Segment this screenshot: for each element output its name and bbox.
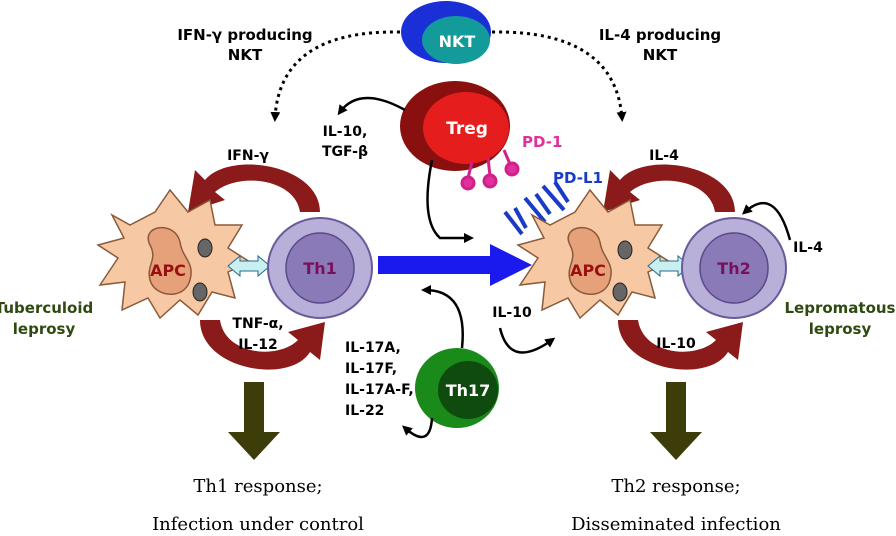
treg-to-arrow-line bbox=[426, 159, 474, 243]
left-apc-bacterium-1 bbox=[197, 238, 213, 258]
right-bottom-cytokine: IL-10 bbox=[656, 336, 696, 352]
left-apc-nucleus bbox=[147, 226, 192, 295]
right-disease-line1: Lepromatous bbox=[784, 299, 895, 317]
nkt-to-left-dotted-arrow bbox=[270, 30, 401, 122]
left-disease-line1: Tuberculoid bbox=[0, 299, 93, 317]
treg-cytokines-line1: IL-10, bbox=[323, 124, 368, 140]
right-apc-nucleus bbox=[567, 226, 612, 295]
right-top-cytokine: IL-4 bbox=[649, 148, 679, 164]
treg-cytokine-arrow bbox=[337, 96, 406, 116]
treg-cytokines-line2: TGF-β bbox=[322, 144, 368, 160]
ifn-nkt-line2: NKT bbox=[228, 46, 263, 64]
left-apc-label: APC bbox=[150, 261, 186, 280]
th17-cytokine-2: IL-17A-F, bbox=[345, 382, 414, 398]
nkt-to-right-dotted-arrow bbox=[491, 30, 627, 122]
right-bottom-curved-arrow bbox=[618, 320, 743, 370]
left-bottom-cytokine-line1: TNF-α, bbox=[232, 316, 283, 332]
th1-label: Th1 bbox=[303, 259, 336, 278]
right-response: Th2 response; bbox=[611, 476, 740, 497]
right-apc-label: APC bbox=[570, 261, 606, 280]
th17-cytokine-0: IL-17A, bbox=[345, 340, 401, 356]
treg-inner bbox=[423, 92, 509, 164]
th17-up-arrow bbox=[421, 285, 464, 349]
th2-nucleus bbox=[699, 232, 769, 304]
th17-cytokine-1: IL-17F, bbox=[345, 361, 397, 377]
nkt-label: NKT bbox=[439, 32, 476, 51]
th2-il4-autocrine-arrow bbox=[742, 201, 792, 241]
left-apc-bacterium-2 bbox=[192, 282, 208, 302]
right-apc-bacterium-1 bbox=[617, 240, 633, 260]
pd1-label: PD-1 bbox=[522, 133, 562, 151]
nkt-inner bbox=[422, 16, 490, 64]
nkt-cell: NKT bbox=[401, 1, 491, 64]
left-disease-line2: leprosy bbox=[13, 320, 76, 338]
left-bottom-curved-arrow bbox=[200, 320, 325, 370]
left-top-curved-arrow bbox=[188, 164, 320, 212]
th2-cell: Th2 bbox=[681, 217, 787, 319]
apc-il10-autocrine-arrow bbox=[498, 327, 556, 354]
th17-cell: Th17 bbox=[415, 348, 499, 428]
il4-nkt-line1: IL-4 producing bbox=[599, 26, 721, 44]
th17-cytokine-3: IL-22 bbox=[345, 403, 384, 419]
left-response: Th1 response; bbox=[193, 476, 322, 497]
pdl1-label: PD-L1 bbox=[553, 169, 603, 187]
th17-cytokine-arrow bbox=[401, 417, 434, 439]
pdl1-receptors bbox=[503, 180, 570, 236]
th17-label: Th17 bbox=[446, 381, 491, 400]
ifn-nkt-line1: IFN-γ producing bbox=[177, 26, 312, 44]
right-apc-cytokine: IL-10 bbox=[492, 305, 532, 321]
right-disease-line2: leprosy bbox=[809, 320, 872, 338]
right-outcome: Disseminated infection bbox=[571, 514, 781, 535]
left-down-arrow bbox=[228, 382, 280, 460]
left-top-cytokine: IFN-γ bbox=[227, 148, 269, 164]
treg-label: Treg bbox=[446, 119, 488, 139]
th1-cell: Th1 bbox=[267, 217, 373, 319]
left-bottom-cytokine-line2: IL-12 bbox=[238, 337, 277, 353]
pd1-receptors bbox=[460, 149, 520, 191]
il4-nkt-line2: NKT bbox=[643, 46, 678, 64]
right-apc-bacterium-2 bbox=[612, 282, 628, 302]
treg-cell: Treg bbox=[400, 81, 510, 171]
th1-nucleus bbox=[285, 232, 355, 304]
th1-to-th2-shift-arrow bbox=[378, 244, 532, 286]
right-side-cytokine: IL-4 bbox=[793, 240, 823, 256]
left-outcome: Infection under control bbox=[152, 514, 364, 535]
th17-inner bbox=[438, 361, 498, 419]
left-apc-cell: APC bbox=[96, 188, 252, 320]
th2-label: Th2 bbox=[717, 259, 750, 278]
right-down-arrow bbox=[650, 382, 702, 460]
right-top-curved-arrow bbox=[603, 164, 735, 212]
right-apc-cell: APC bbox=[516, 188, 672, 320]
